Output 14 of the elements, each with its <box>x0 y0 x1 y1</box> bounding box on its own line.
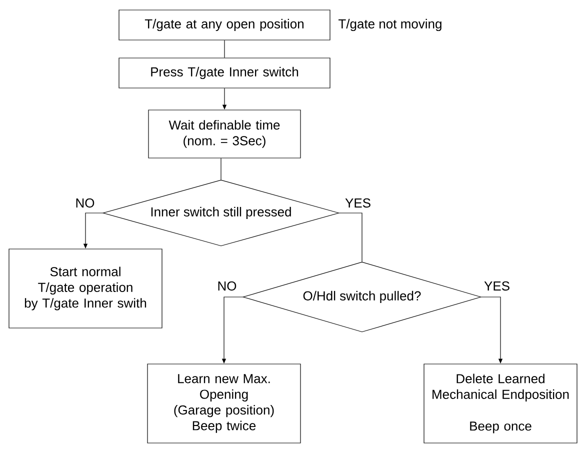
connector-line <box>220 158 222 180</box>
edge-label: NO <box>74 197 96 209</box>
process-box: Press T/gate Inner switch <box>118 58 330 88</box>
process-box: Delete Learned Mechanical Endposition Beep once <box>424 364 578 444</box>
side-note: T/gate not moving <box>338 18 442 32</box>
process-box: T/gate at any open position <box>118 10 330 40</box>
edge-label: NO <box>216 280 238 292</box>
connector-line <box>224 40 225 58</box>
edge-label: YES <box>344 197 372 209</box>
edge-label: YES <box>483 280 511 292</box>
process-box: Start normal T/gate operation by T/gate Inner swith <box>8 248 162 328</box>
connector-line <box>339 212 362 262</box>
process-box: Learn new Max. Opening (Garage position) Beep twice <box>147 364 301 444</box>
process-box: Wait definable time (nom. = 3Sec) <box>148 110 301 158</box>
